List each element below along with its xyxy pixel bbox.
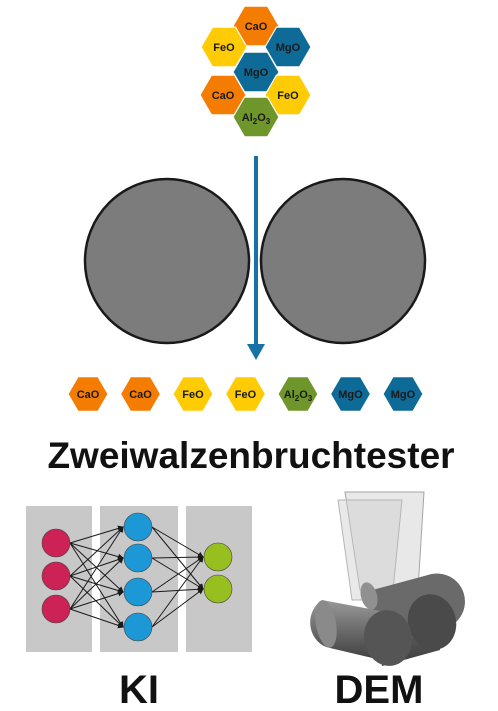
hexagon-shape [224,376,267,412]
front-cylinder [310,600,413,666]
network-node [203,542,233,572]
oxide-label: MgO [391,389,416,401]
hexagon-shape [264,74,312,116]
network-nodes [41,512,233,642]
network-edge [69,542,124,560]
network-edge [151,556,204,628]
oxide-label: CaO [77,389,100,401]
neural-network [26,506,252,652]
oxide-label: MgO [244,67,269,79]
oxide-hexagon: FeO [224,376,267,412]
oxide-label: FeO [213,42,235,54]
network-edge [69,608,124,629]
oxide-hexagon: Al2O3 [232,96,280,138]
network-edge [151,588,204,628]
network-node [123,577,153,607]
oxide-label: MgO [276,42,301,54]
network-node [123,543,153,573]
hexagon-shape [172,376,214,412]
hexagon-shape [67,376,109,412]
right-roller [259,177,427,345]
network-edge [69,557,124,610]
network-edge [69,526,124,577]
oxide-hexagon: MgO [382,376,424,412]
network-edge [69,590,124,610]
network-edge [69,526,124,610]
network-edge [151,557,204,590]
oxide-hexagon: CaO [119,376,162,412]
network-edge [69,575,124,628]
network-edge [151,554,204,561]
network-node [41,594,71,624]
process-arrow [247,156,265,360]
hexagon-shape [382,376,424,412]
left-roller [83,177,251,345]
oxide-label: Al2O3 [284,389,313,403]
dem-label: DEM [335,668,424,711]
oxide-hexagon: FeO [264,74,312,116]
oxide-hexagon: FeO [172,376,214,412]
oxide-hexagon: MgO [264,26,312,68]
oxide-hexagon: Al2O3 [277,376,319,412]
network-edge [69,542,124,628]
hexagon-shape [232,96,280,138]
network-node [123,512,153,542]
network-node [123,612,153,642]
oxide-label: FeO [235,389,257,401]
oxide-label: FeO [182,389,204,401]
oxide-hexagon: CaO [67,376,109,412]
oxide-hexagon: CaO [199,74,247,116]
hexagon-shape [277,376,319,412]
network-edge [69,556,124,577]
network-edge [151,526,204,558]
network-edge [151,586,204,593]
oxide-label: Al2O3 [242,112,271,126]
oxide-label: CaO [245,21,268,33]
network-node [41,528,71,558]
oxide-label: CaO [212,90,235,102]
network-node [41,561,71,591]
oxide-label: MgO [338,389,363,401]
hexagon-shape [329,376,372,412]
network-edge [69,525,124,544]
fragment-row: CaO CaO FeO FeO Al2O3 MgO MgO [67,376,424,412]
hexagon-shape [264,26,312,68]
oxide-particle-cluster: CaO FeO MgO MgO CaO FeO Al2O3 [199,5,312,138]
network-connections [69,525,204,629]
hexagon-shape [119,376,162,412]
ki-label: KI [119,668,159,711]
page-title: Zweiwalzenbruchtester [47,435,454,476]
oxide-hexagon: CaO [232,5,280,47]
oxide-label: FeO [277,90,299,102]
dem-illustration [310,491,465,666]
oxide-hexagon: MgO [329,376,372,412]
roller-pair [83,177,427,345]
network-node [203,574,233,604]
network-edge [151,556,204,593]
oxide-label: CaO [129,389,152,401]
